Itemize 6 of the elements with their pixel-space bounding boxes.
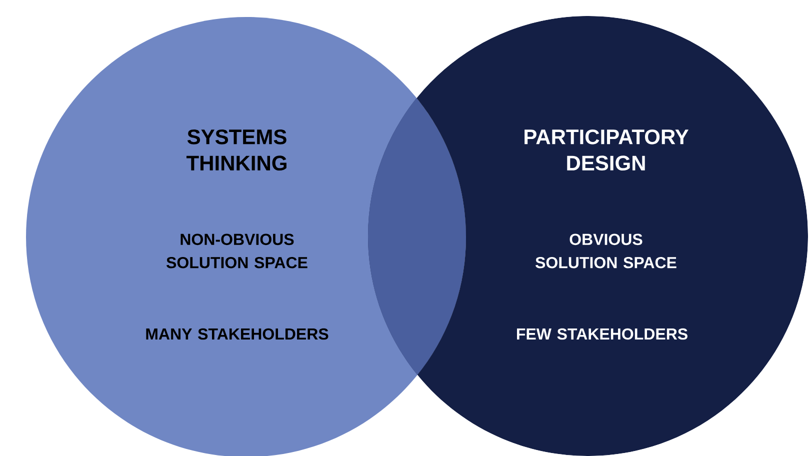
- body-text: FEW STAKEHOLDERS: [517, 328, 688, 340]
- title-text: PARTICIPATORY DESIGN: [524, 129, 689, 171]
- body-text: OBVIOUS SOLUTION SPACE: [536, 234, 676, 268]
- title-text: SYSTEMS THINKING: [186, 129, 286, 171]
- body-text: MANY STAKEHOLDERS: [146, 328, 328, 340]
- body-text: NON-OBVIOUS SOLUTION SPACE: [166, 234, 308, 268]
